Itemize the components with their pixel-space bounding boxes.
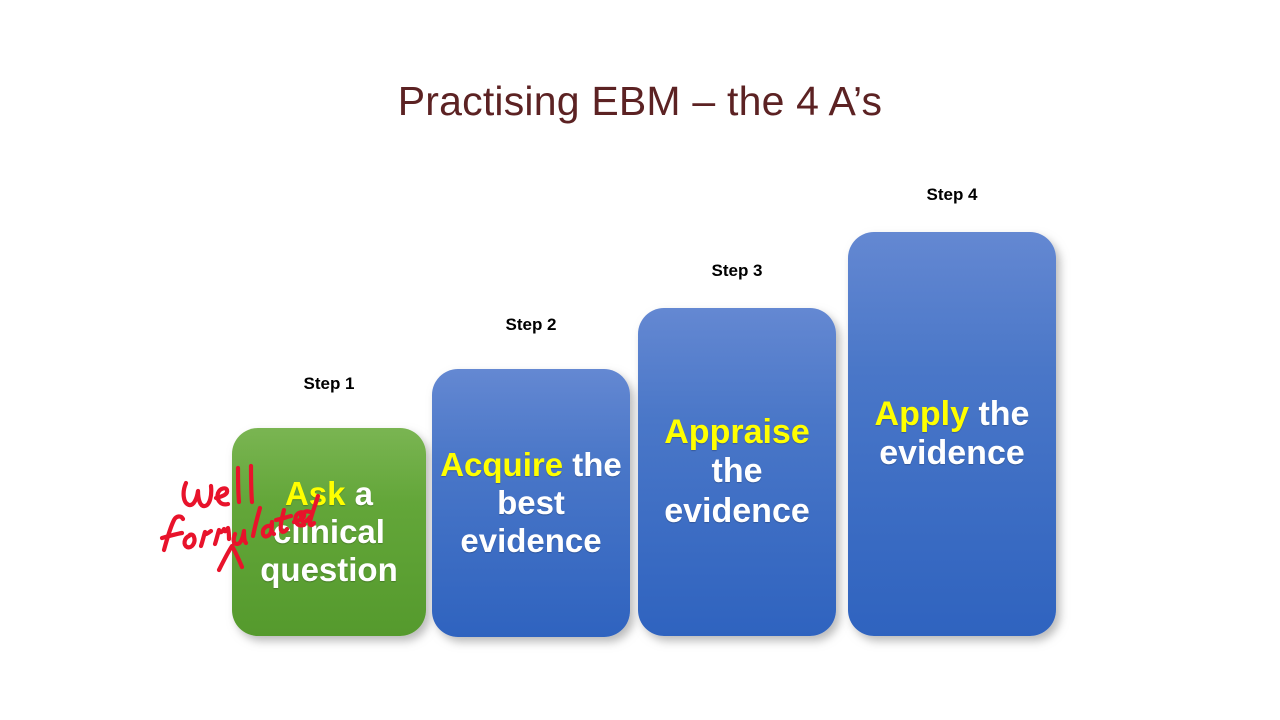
step-box-appraise[interactable]: Appraise the evidence <box>638 308 836 636</box>
step-box-1-accent-word: Ask <box>284 474 346 512</box>
step-label-3: Step 3 <box>711 261 763 280</box>
page-title: Practising EBM – the 4 A’s <box>397 78 883 124</box>
step-label-2: Step 2 <box>505 315 557 334</box>
step-box-4-accent-word: Apply <box>874 394 969 433</box>
step-box-4-text: Apply the evidence <box>854 395 1050 474</box>
step-box-1-rest-text: a clinical question <box>260 474 398 589</box>
step-box-1-text: Ask a clinical question <box>238 475 420 590</box>
step-box-apply[interactable]: Apply the evidence <box>848 232 1056 636</box>
step-box-2-text: Acquire the best evidence <box>438 446 624 561</box>
step-box-4-rest-text: the evidence <box>879 394 1030 472</box>
step-box-2-accent-word: Acquire <box>440 445 564 483</box>
step-label-1: Step 1 <box>303 374 355 393</box>
step-box-3-text: Appraise the evidence <box>644 413 830 531</box>
step-label-4: Step 4 <box>926 185 978 204</box>
step-box-3-accent-word: Appraise <box>664 412 810 451</box>
step-box-ask[interactable]: Ask a clinical question <box>232 428 426 636</box>
step-box-2-rest-text: the best evidence <box>460 445 622 560</box>
step-box-3-rest-text: the evidence <box>664 452 810 530</box>
step-box-acquire[interactable]: Acquire the best evidence <box>432 369 630 637</box>
